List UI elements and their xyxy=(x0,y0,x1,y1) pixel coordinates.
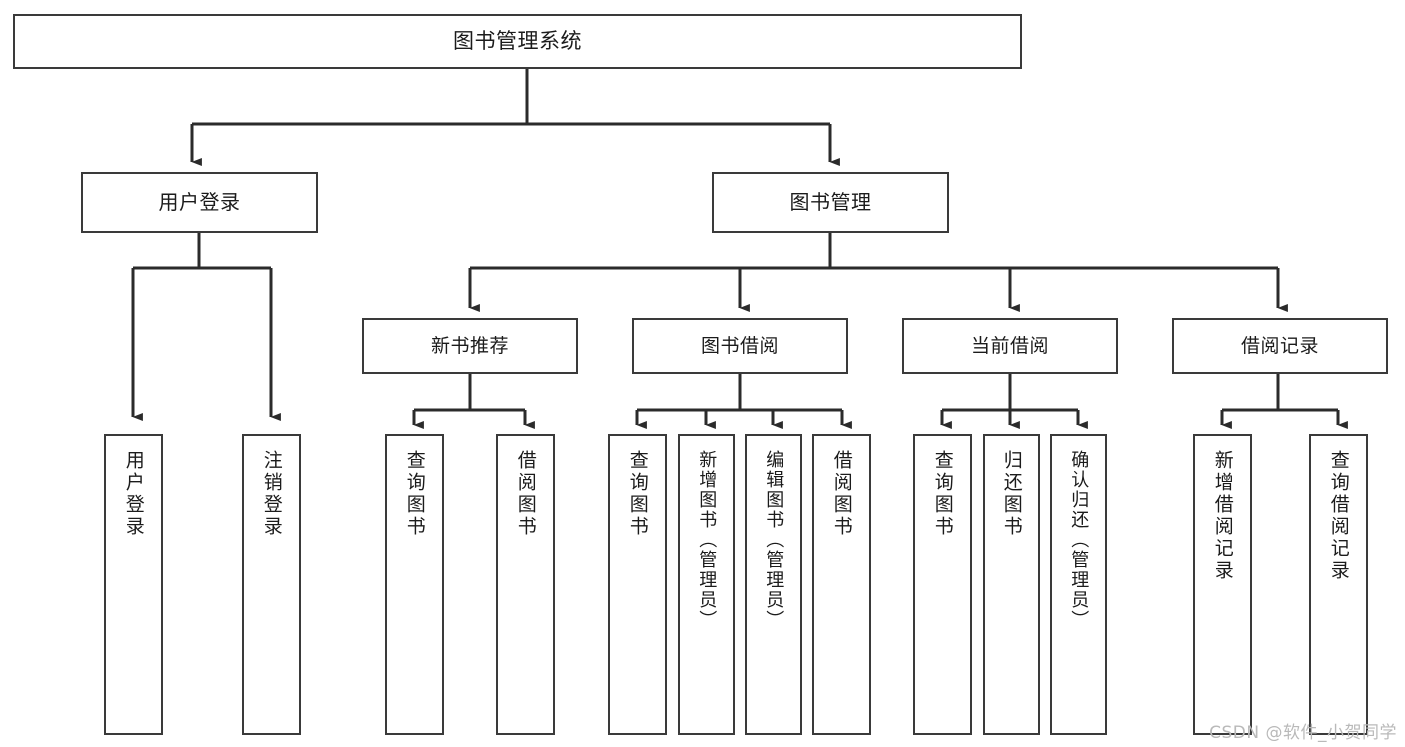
node-new-book-recommend[interactable]: 新书推荐 xyxy=(362,318,578,374)
node-user-login-label: 用户登录 xyxy=(158,189,241,214)
node-book-borrow-label: 图书借阅 xyxy=(700,334,779,357)
node-book-management[interactable]: 图书管理 xyxy=(712,172,949,233)
node-current-borrow-label: 当前借阅 xyxy=(970,334,1049,357)
node-leaf-query-record-label: 查询借阅记录 xyxy=(1327,450,1350,582)
node-leaf-edit-book[interactable]: 编辑图书（管理员） xyxy=(745,434,802,735)
node-leaf-user-logout-label: 注销登录 xyxy=(260,450,283,538)
node-leaf-borrow-book-2-label: 借阅图书 xyxy=(830,450,853,538)
node-leaf-edit-book-label: 编辑图书（管理员） xyxy=(763,450,785,630)
node-leaf-return-book-label: 归还图书 xyxy=(1000,450,1023,538)
node-leaf-query-book-1[interactable]: 查询图书 xyxy=(385,434,444,735)
node-leaf-user-login-label: 用户登录 xyxy=(122,450,145,538)
node-borrow-record-label: 借阅记录 xyxy=(1240,334,1319,357)
node-leaf-query-book-3-label: 查询图书 xyxy=(931,450,954,538)
node-leaf-confirm-return[interactable]: 确认归还（管理员） xyxy=(1050,434,1107,735)
node-leaf-user-logout[interactable]: 注销登录 xyxy=(242,434,301,735)
node-leaf-query-book-2[interactable]: 查询图书 xyxy=(608,434,667,735)
node-leaf-borrow-book-1[interactable]: 借阅图书 xyxy=(496,434,555,735)
node-current-borrow[interactable]: 当前借阅 xyxy=(902,318,1118,374)
node-leaf-add-record-label: 新增借阅记录 xyxy=(1211,450,1234,582)
node-book-management-label: 图书管理 xyxy=(789,189,872,214)
node-user-login[interactable]: 用户登录 xyxy=(81,172,318,233)
node-book-borrow[interactable]: 图书借阅 xyxy=(632,318,848,374)
node-borrow-record[interactable]: 借阅记录 xyxy=(1172,318,1388,374)
node-leaf-query-book-1-label: 查询图书 xyxy=(403,450,426,538)
node-leaf-borrow-book-2[interactable]: 借阅图书 xyxy=(812,434,871,735)
node-leaf-return-book[interactable]: 归还图书 xyxy=(983,434,1040,735)
node-leaf-add-book[interactable]: 新增图书（管理员） xyxy=(678,434,735,735)
node-leaf-user-login[interactable]: 用户登录 xyxy=(104,434,163,735)
node-root[interactable]: 图书管理系统 xyxy=(13,14,1022,69)
node-leaf-borrow-book-1-label: 借阅图书 xyxy=(514,450,537,538)
node-leaf-add-record[interactable]: 新增借阅记录 xyxy=(1193,434,1252,735)
node-leaf-query-record[interactable]: 查询借阅记录 xyxy=(1309,434,1368,735)
node-leaf-query-book-3[interactable]: 查询图书 xyxy=(913,434,972,735)
node-leaf-confirm-return-label: 确认归还（管理员） xyxy=(1068,450,1090,630)
node-new-book-recommend-label: 新书推荐 xyxy=(430,334,509,357)
watermark: CSDN @软件_小贺同学 xyxy=(1209,723,1397,743)
node-root-label: 图书管理系统 xyxy=(453,29,582,54)
node-leaf-add-book-label: 新增图书（管理员） xyxy=(696,450,718,630)
node-leaf-query-book-2-label: 查询图书 xyxy=(626,450,649,538)
